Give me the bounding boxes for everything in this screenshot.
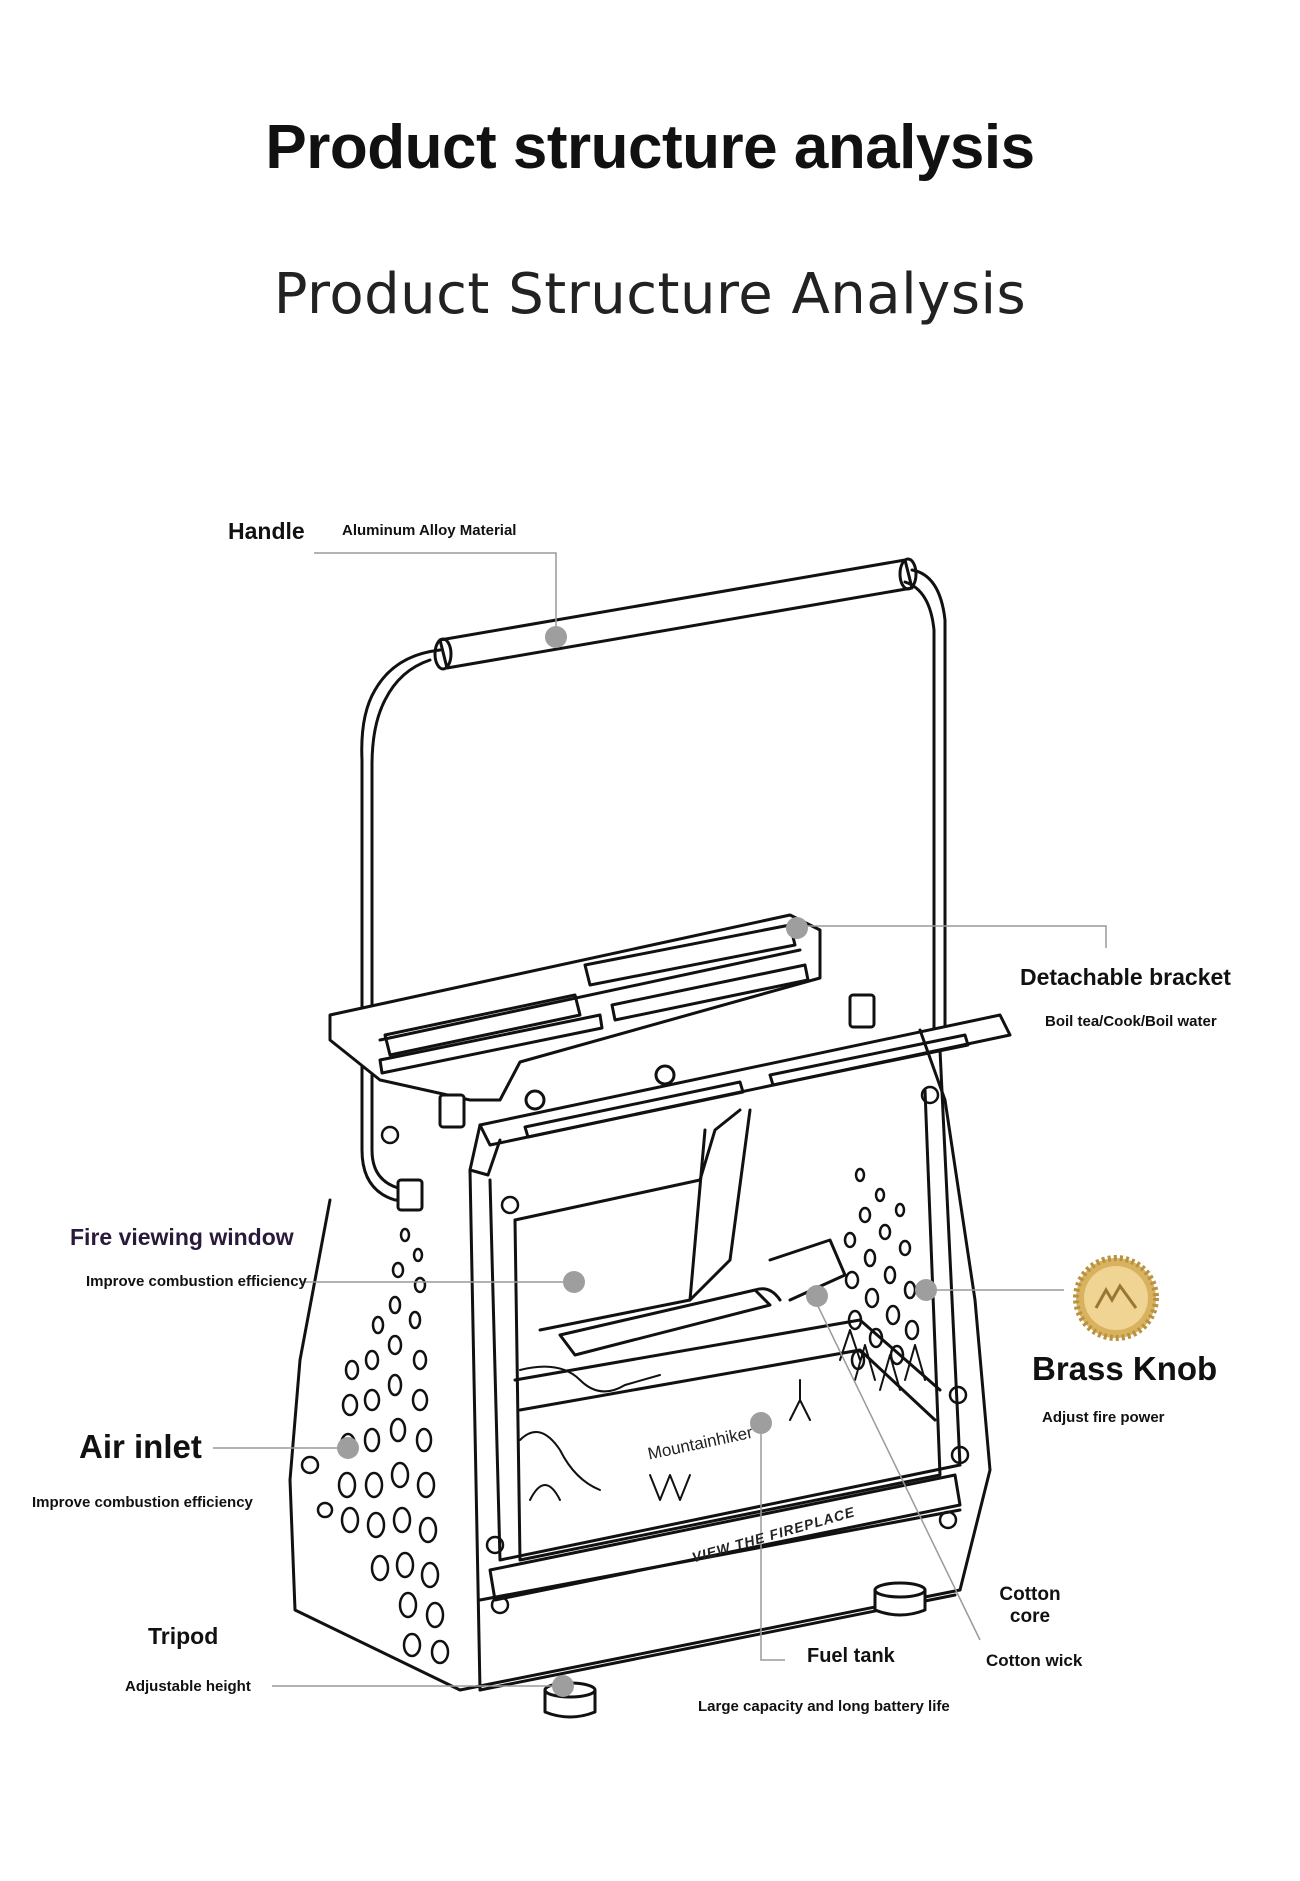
- knob-desc: Adjust fire power: [1042, 1409, 1165, 1426]
- air-inlet-label: Air inlet: [79, 1428, 202, 1465]
- tripod-label: Tripod: [148, 1623, 219, 1649]
- cotton-wick-label: Cotton wick: [986, 1651, 1083, 1670]
- handle-bar: [433, 557, 918, 671]
- handle-label: Handle: [228, 518, 305, 544]
- screws: [300, 1085, 970, 1615]
- fuel-tank-label: Fuel tank: [807, 1645, 895, 1667]
- window-label: Fire viewing window: [70, 1224, 294, 1250]
- brass-knob-illustration: [1073, 1255, 1159, 1341]
- leader-lines: [213, 552, 1107, 1687]
- air-holes-left: [337, 1227, 450, 1665]
- page-subtitle: Product Structure Analysis: [273, 262, 1027, 327]
- bracket-label: Detachable bracket: [1020, 964, 1231, 990]
- window-desc: Improve combustion efficiency: [86, 1273, 307, 1290]
- fuel-tank-desc: Large capacity and long battery life: [698, 1698, 950, 1715]
- cotton-core-line2: core: [1009, 1606, 1051, 1627]
- page-title: Product structure analysis: [265, 113, 1035, 182]
- air-inlet-desc: Improve combustion efficiency: [32, 1494, 253, 1511]
- air-holes-right: [843, 1167, 920, 1371]
- cotton-core-line1: Cotton: [999, 1584, 1061, 1605]
- handle-wire: [360, 568, 947, 1202]
- handle-desc: Aluminum Alloy Material: [342, 522, 517, 539]
- knob-label: Brass Knob: [1032, 1350, 1218, 1387]
- callout-dots: [337, 626, 937, 1697]
- wick-roll: [558, 1238, 847, 1357]
- bracket: [328, 913, 1012, 1177]
- bracket-knobs: [396, 993, 876, 1212]
- bracket-desc: Boil tea/Cook/Boil water: [1045, 1013, 1217, 1030]
- feet: [543, 1581, 927, 1719]
- tripod-desc: Adjustable height: [125, 1678, 251, 1695]
- window-scenery: [519, 1329, 926, 1501]
- cotton-core-label: Cotton core: [980, 1584, 1080, 1628]
